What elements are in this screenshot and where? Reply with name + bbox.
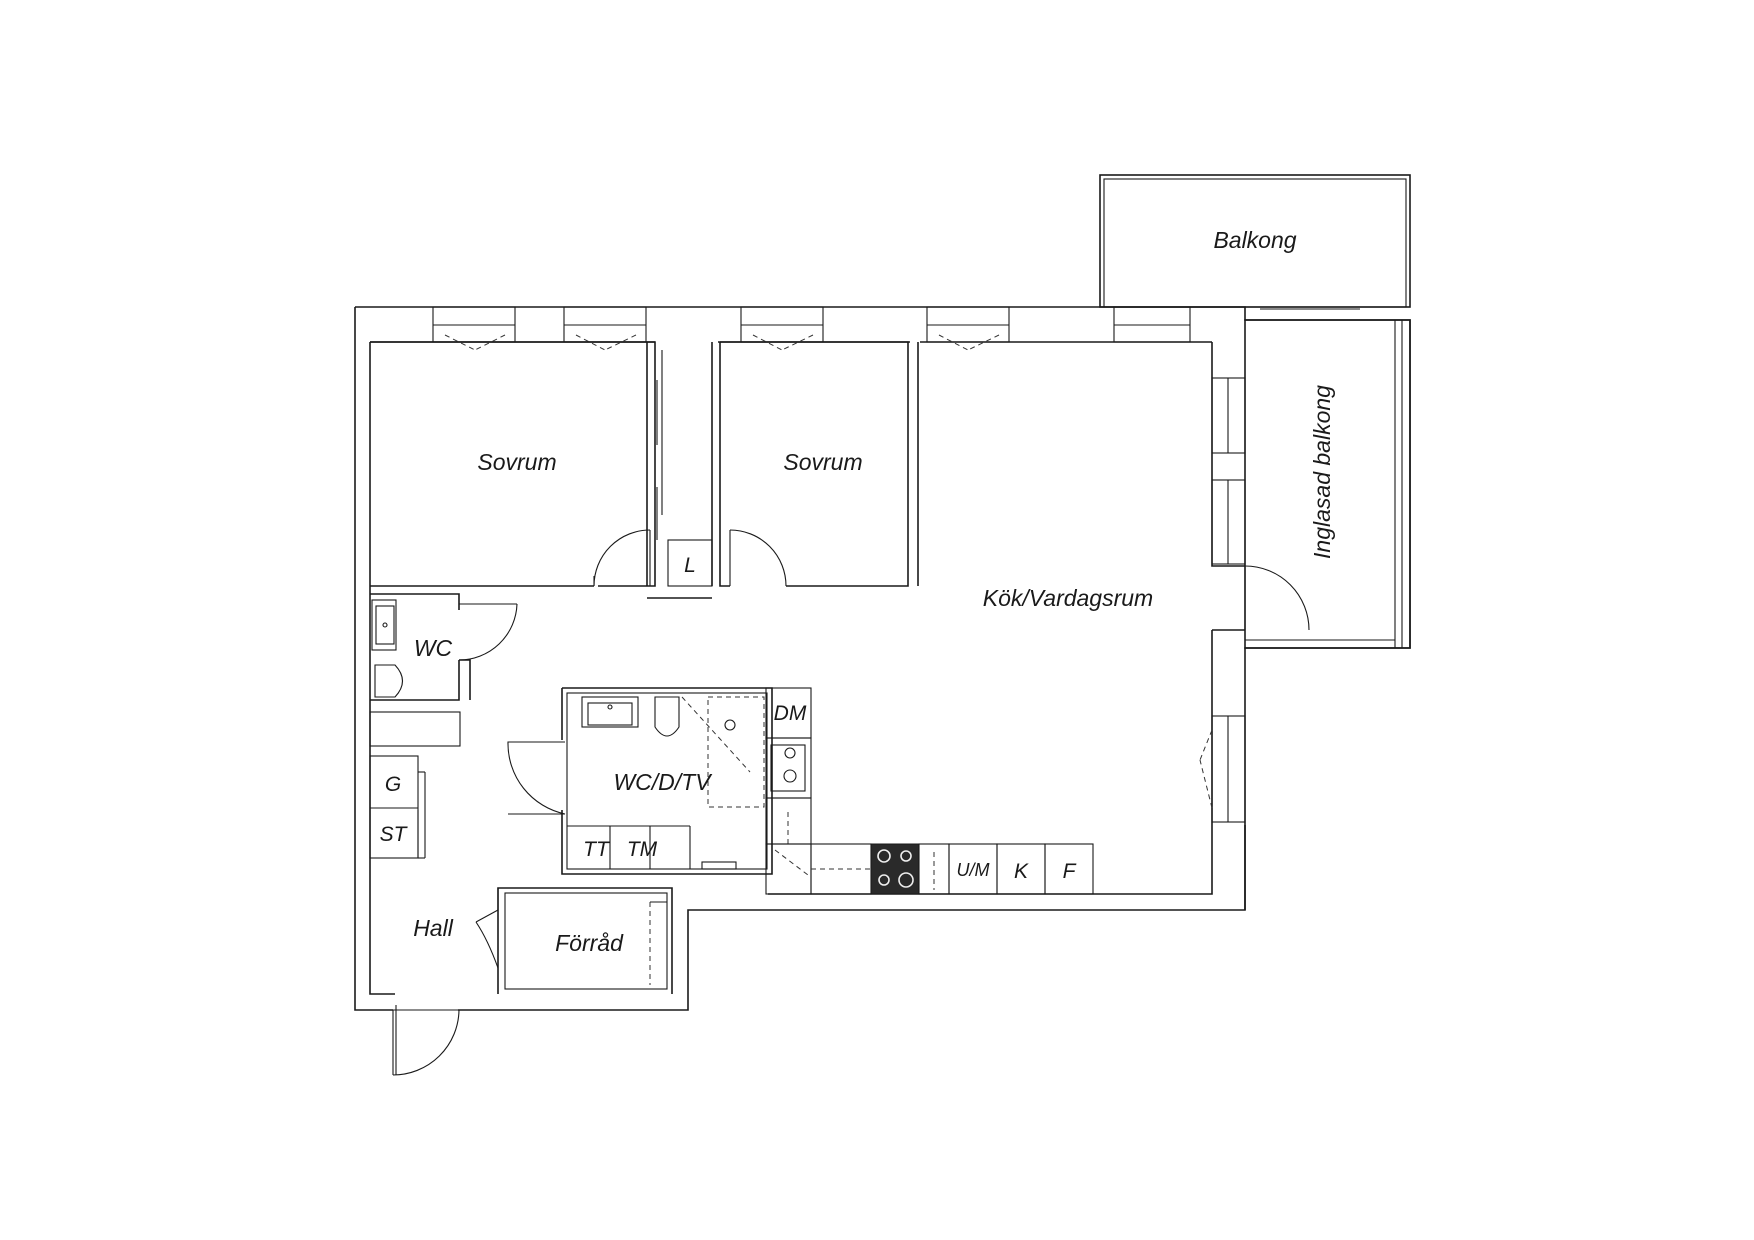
exterior-walls: [354, 306, 1411, 1011]
bedroom-2: [719, 341, 919, 587]
label-balkong: Balkong: [1213, 227, 1296, 253]
label-sovrum-2: Sovrum: [783, 449, 862, 475]
label-wc-d-tv: WC/D/TV: [613, 769, 713, 795]
label-g: G: [385, 773, 401, 796]
label-tt: TT: [583, 838, 611, 861]
label-kok-vardagsrum: Kök/Vardagsrum: [983, 585, 1153, 611]
glazed-balcony: [1211, 319, 1411, 649]
entrance-door: [392, 1005, 460, 1076]
wc-room: [369, 593, 518, 747]
label-dm: DM: [774, 702, 807, 725]
label-k: K: [1014, 860, 1029, 883]
window-right: [1199, 715, 1246, 823]
label-wc: WC: [414, 635, 453, 661]
bedroom-1: [370, 341, 656, 587]
balcony: [1099, 174, 1411, 310]
utility-closet: [369, 755, 426, 859]
label-linen-closet: L: [684, 554, 696, 577]
bathroom: [507, 687, 773, 875]
label-um: U/M: [957, 860, 990, 880]
kitchen-units: [765, 687, 1094, 895]
label-tm: TM: [627, 838, 658, 861]
label-sovrum-1: Sovrum: [477, 449, 556, 475]
label-inglasad-balkong: Inglasad balkong: [1309, 385, 1335, 559]
storage-room: [475, 887, 673, 994]
label-forrad: Förråd: [555, 930, 624, 956]
label-f: F: [1063, 860, 1077, 883]
label-hall: Hall: [413, 915, 454, 941]
closet-column: [646, 342, 713, 599]
windows-top: [432, 306, 1191, 351]
label-st: ST: [380, 823, 409, 846]
